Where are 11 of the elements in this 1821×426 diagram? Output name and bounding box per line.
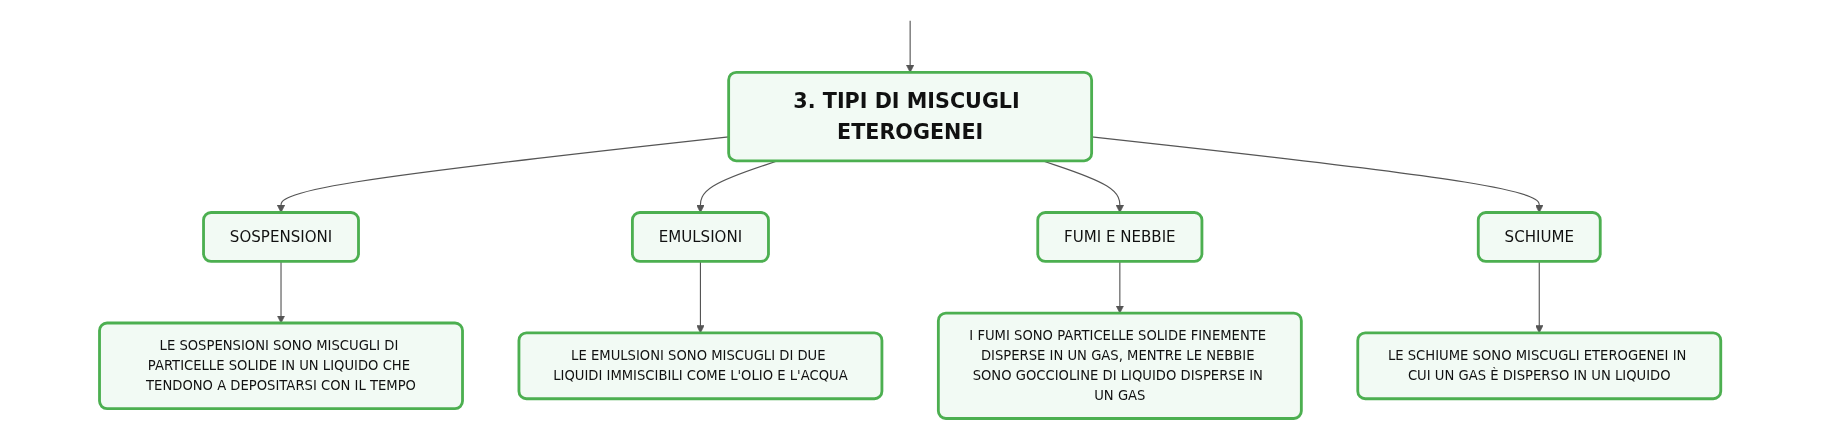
node-box: EMULSIONI bbox=[631, 211, 771, 263]
node-box: 3. TIPI DI MISCUGLI ETEROGENEI bbox=[727, 71, 1094, 163]
node-box: FUMI E NEBBIE bbox=[1036, 211, 1204, 263]
arrow bbox=[906, 20, 915, 73]
arrow bbox=[277, 136, 730, 213]
node-box: LE EMULSIONI SONO MISCUGLI DI DUE LIQUIDI IMMISCIBILI COME L'OLIO E L'ACQUA bbox=[517, 331, 884, 401]
node-box: I FUMI SONO PARTICELLE SOLIDE FINEMENTE DISPERSE IN UN GAS, MENTRE LE NEBBIE SONO GOCCIOLINE DI LIQUIDO DISPERSE IN UN GAS bbox=[937, 311, 1304, 420]
node-box: LE SCHIUME SONO MISCUGLI ETEROGENEI IN CUI UN GAS È DISPERSO IN UN LIQUIDO bbox=[1356, 331, 1723, 401]
node-box: SOSPENSIONI bbox=[202, 211, 361, 263]
node-box: LE SOSPENSIONI SONO MISCUGLI DI PARTICELLE SOLIDE IN UN LIQUIDO CHE TENDONO A DEPOSITARSI CON IL TEMPO bbox=[98, 321, 465, 410]
node-box: SCHIUME bbox=[1477, 211, 1602, 263]
